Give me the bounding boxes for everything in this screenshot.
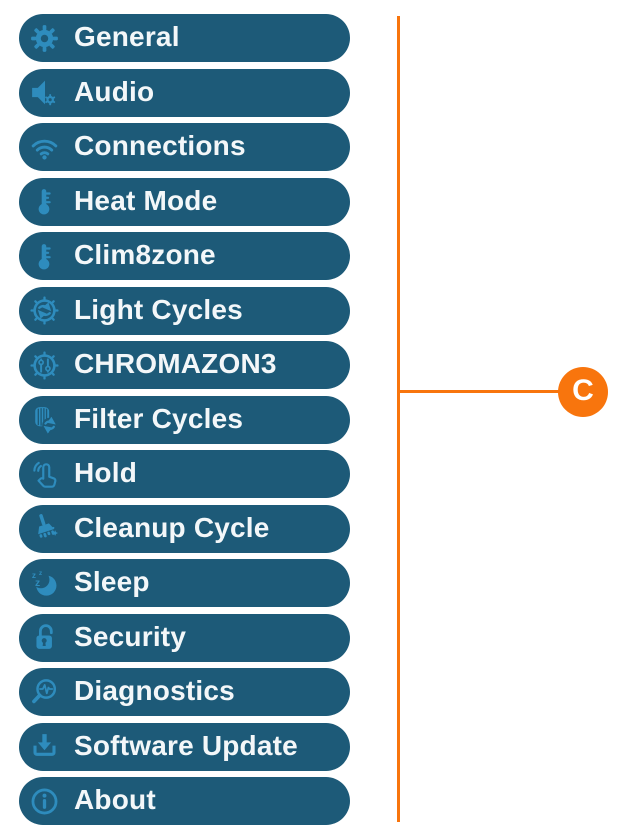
menu-item-software-update[interactable]: Software Update: [19, 722, 350, 771]
menu-item-general[interactable]: General: [19, 14, 350, 62]
menu-item-heat-mode[interactable]: Heat Mode: [19, 177, 350, 226]
gear-cycle-icon: [27, 294, 61, 328]
menu-item-label: Software Update: [74, 729, 298, 761]
menu-item-label: About: [74, 784, 156, 815]
menu-item-about[interactable]: About: [19, 777, 350, 825]
moon-zzz-icon: z z z: [27, 566, 61, 600]
menu-item-label: Sleep: [74, 566, 150, 597]
callout-badge-c: C: [558, 367, 608, 417]
menu-item-label: Audio: [74, 75, 155, 107]
menu-item-filter-cycles[interactable]: Filter Cycles: [19, 395, 350, 444]
menu-item-label: Filter Cycles: [74, 402, 244, 434]
menu-item-cleanup-cycle[interactable]: Cleanup Cycle: [19, 504, 350, 553]
filter-cycle-icon: [27, 403, 61, 437]
broom-icon: [27, 512, 61, 546]
menu-item-sleep[interactable]: z z z Sleep: [19, 559, 350, 607]
menu-item-chromazon3[interactable]: CHROMAZON3: [19, 341, 350, 389]
menu-item-label: Hold: [74, 457, 138, 488]
callout-line-connector: [399, 390, 559, 393]
menu-item-label: Security: [74, 620, 187, 652]
settings-menu: General Audio: [19, 14, 350, 825]
menu-item-connections[interactable]: Connections: [19, 123, 350, 171]
menu-item-light-cycles[interactable]: Light Cycles: [19, 286, 350, 335]
svg-text:z: z: [35, 577, 40, 588]
gear-icon: [27, 21, 61, 55]
menu-item-label: Heat Mode: [74, 184, 218, 216]
magnifier-pulse-icon: [27, 675, 61, 709]
menu-item-label: Connections: [74, 130, 246, 161]
menu-item-label: Cleanup Cycle: [74, 511, 270, 543]
thermometer-icon: [27, 239, 61, 273]
menu-item-hold[interactable]: Hold: [19, 450, 350, 498]
wifi-icon: [27, 130, 61, 164]
speaker-gear-icon: [27, 76, 61, 110]
menu-item-diagnostics[interactable]: Diagnostics: [19, 668, 350, 716]
svg-text:z: z: [31, 571, 35, 580]
menu-item-label: Light Cycles: [74, 293, 243, 325]
callout-letter: C: [572, 374, 594, 407]
menu-item-label: CHROMAZON3: [74, 348, 277, 379]
menu-item-security[interactable]: Security: [19, 613, 350, 662]
menu-item-audio[interactable]: Audio: [19, 68, 350, 117]
svg-text:z: z: [38, 569, 42, 576]
thermometer-icon: [27, 185, 61, 219]
open-padlock-icon: [27, 621, 61, 655]
menu-item-clim8zone[interactable]: Clim8zone: [19, 232, 350, 280]
menu-item-label: Clim8zone: [74, 239, 216, 270]
download-icon: [27, 730, 61, 764]
menu-item-label: Diagnostics: [74, 675, 235, 706]
info-icon: [27, 784, 61, 818]
menu-item-label: General: [74, 21, 180, 52]
gear-sliders-icon: [27, 348, 61, 382]
touch-hold-icon: [27, 457, 61, 491]
callout-line-vertical: [397, 16, 400, 822]
